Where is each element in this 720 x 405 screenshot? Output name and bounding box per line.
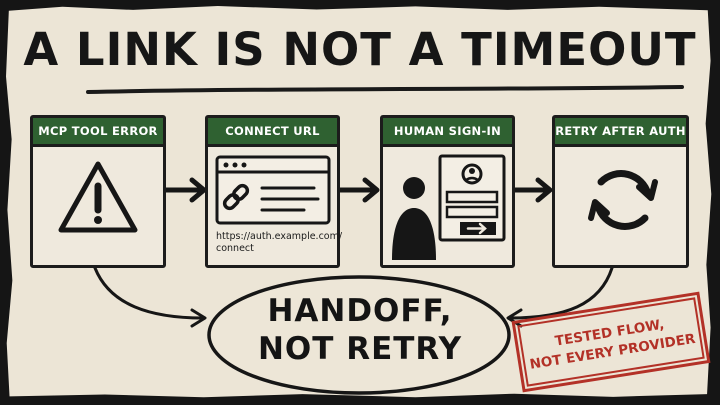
diagram-title: A LINK IS NOT A TIMEOUT <box>23 23 697 76</box>
title-underline <box>86 85 684 94</box>
step-header: MCP TOOL ERROR <box>33 118 163 147</box>
step-header: CONNECT URL <box>208 118 337 147</box>
step-header: HUMAN SIGN-IN <box>383 118 512 147</box>
center-ellipse <box>207 275 511 395</box>
step-card-retry-after-auth: RETRY AFTER AUTH <box>552 115 689 268</box>
step-card-mcp-tool-error: MCP TOOL ERROR <box>30 115 166 268</box>
refresh-cycle-icon <box>588 170 658 230</box>
center-line-2: NOT RETRY <box>257 331 463 367</box>
arrow-step-1-to-2 <box>162 177 207 203</box>
step-card-human-sign-in: HUMAN SIGN-IN <box>380 115 515 268</box>
warning-triangle-icon <box>58 161 138 233</box>
browser-link-icon <box>215 155 331 225</box>
person-login-form-icon <box>392 154 506 260</box>
curve-arrow-left-to-center <box>93 266 207 328</box>
connect-url-text: https://auth.example.com/ connect <box>216 231 343 254</box>
arrow-step-3-to-4 <box>510 177 553 203</box>
step-header: RETRY AFTER AUTH <box>555 118 686 147</box>
arrow-step-2-to-3 <box>335 177 380 203</box>
curve-arrow-right-to-center <box>506 266 614 328</box>
step-card-connect-url: CONNECT URL https://auth.example.com/ co… <box>205 115 343 268</box>
handoff-not-retry-text: HANDOFF, NOT RETRY <box>215 292 505 392</box>
center-line-1: HANDOFF, <box>267 293 453 329</box>
